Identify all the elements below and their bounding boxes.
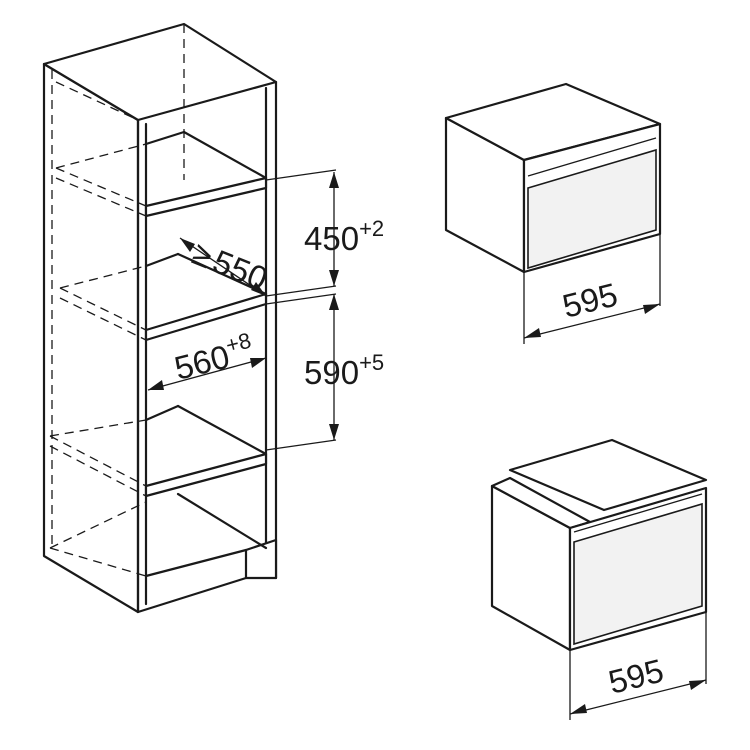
dim-550-arrow-end	[251, 282, 266, 296]
bottom-right-edge	[176, 492, 268, 550]
compact-dim-line	[523, 303, 661, 339]
ext-line-top	[265, 169, 337, 181]
plinth-bottom-edge	[136, 576, 248, 614]
shelf-2-right	[176, 252, 268, 296]
left-side-panel	[42, 62, 140, 614]
shelf-1-hidden-a	[55, 167, 147, 207]
compact-appliance	[444, 82, 662, 344]
dim-560-arrow-end	[250, 358, 266, 368]
oven-door-glass	[573, 502, 703, 646]
housing-dimension-lines	[147, 169, 339, 451]
shelf-1-front	[144, 176, 268, 218]
bottom-front-edge	[144, 548, 248, 578]
shelf-3-hidden-c	[49, 419, 147, 437]
shelf-1-hidden-b	[55, 177, 147, 217]
oven-control-strip	[573, 493, 703, 533]
shelf-1-right	[182, 130, 268, 180]
hidden-top-edge	[55, 81, 139, 121]
dim-450-label: 450+2	[304, 216, 384, 257]
bottom-hidden-b	[49, 501, 147, 549]
bottom-hidden-a	[49, 547, 147, 577]
dim-550-label: ≥550	[187, 234, 272, 297]
dim-550-arrow-start	[180, 238, 195, 252]
oven-width-label: 595	[605, 652, 667, 701]
shelf-3-right	[176, 404, 268, 456]
shelf-1-back	[144, 130, 186, 146]
compact-width-label: 595	[559, 276, 621, 325]
shelf-2-hidden-a	[59, 287, 147, 331]
ext-line-mid-a	[265, 285, 337, 297]
compact-dim-arrow-right	[643, 304, 660, 314]
shelf-3-hidden-b	[49, 445, 147, 497]
compact-dim-arrow-left	[524, 328, 541, 338]
shelf-3-front	[144, 452, 268, 498]
oven-appliance	[490, 438, 708, 720]
plinth-right	[244, 538, 278, 580]
compact-door-glass	[527, 148, 657, 270]
dim-450-arrow-bottom	[329, 270, 339, 286]
oven-dim-line	[569, 679, 707, 715]
shelf-3-back	[144, 404, 180, 422]
dim-560-label: 560+8	[170, 328, 258, 387]
dim-590-arrow-top	[329, 294, 339, 310]
ext-line-bottom	[265, 439, 337, 451]
dim-550-line	[179, 237, 267, 297]
dim-590-arrow-bottom	[329, 424, 339, 440]
dim-560-line	[147, 357, 267, 391]
ext-line-mid-b	[265, 293, 337, 305]
shelf-3-hidden-a	[49, 435, 147, 487]
tall-housing-unit	[42, 22, 278, 614]
compact-control-strip	[527, 137, 657, 177]
dim-560-arrow-start	[148, 380, 164, 390]
oven-top	[508, 438, 708, 512]
shelf-1-hidden-c	[55, 143, 147, 169]
dim-590-label: 590+5	[304, 350, 384, 391]
oven-dim-arrow-left	[570, 704, 587, 714]
shelf-2-hidden-b	[59, 297, 147, 341]
shelf-2-back	[144, 252, 180, 268]
oven-dim-arrow-right	[689, 680, 706, 690]
dim-450-arrow-top	[329, 172, 339, 188]
